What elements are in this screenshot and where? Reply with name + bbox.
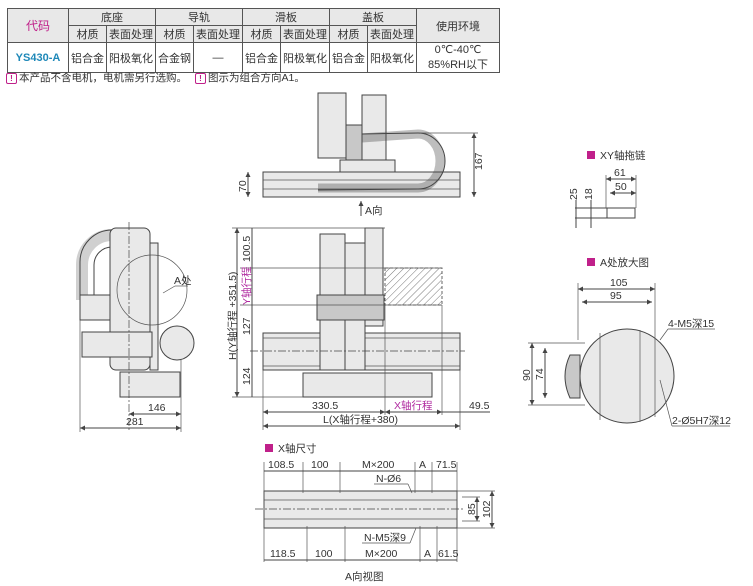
x-top-dim: M×200 [362,459,395,471]
x-bottom-dim: M×200 [365,548,398,560]
notes: !本产品不含电机，电机需另行选购。 !图示为组合方向A1。 [6,70,305,85]
y-stroke-label: Y轴行程 [240,266,253,305]
section-marker-icon [587,151,595,159]
x-bottom-dim: A [424,548,431,560]
dim-127: 127 [241,317,253,335]
dim-167: 167 [473,152,485,170]
dim-50: 50 [615,181,627,193]
hole-m5-label: 4-M5深15 [668,318,714,330]
header-code: 代码 [7,8,69,43]
dim-70: 70 [237,180,249,192]
side-view: A处 146 281 [76,222,195,432]
x-bottom-dim: 61.5 [438,548,459,560]
header-surface: 表面处理 [280,25,330,43]
dim-90: 90 [521,369,533,381]
dim-h: H(Y轴行程 +351.5) [226,272,239,360]
section-marker-icon [265,444,273,452]
note-2: !图示为组合方向A1。 [195,70,305,85]
header-material: 材质 [242,25,281,43]
cell-rail-material: 合金钢 [155,42,194,73]
x-stroke-label: X轴行程 [394,399,433,412]
stroke-hatch-area [384,267,443,306]
section-marker-icon [587,258,595,266]
cell-env: 0℃-40℃ 85%RH以下 [416,42,500,73]
x-axis-caption: A向视图 [345,570,384,583]
note-text: 本产品不含电机，电机需另行选购。 [19,72,187,84]
dim-74: 74 [534,368,546,380]
dim-l: L(X轴行程+380) [323,413,398,426]
dim-49-5: 49.5 [469,400,490,412]
top-view: 167 70 A向 [237,92,485,217]
front-view: H(Y轴行程 +351.5) 100.5 Y轴行程 127 124 330.5 … [226,227,490,430]
xy-chain-title: XY轴拖链 [600,149,646,162]
dim-95: 95 [610,290,622,302]
env-humidity: 85%RH以下 [428,59,488,71]
header-surface: 表面处理 [367,25,417,43]
hole-bottom-label: N-M5深9 [364,532,406,544]
label-a-location: A处 [174,275,192,287]
x-top-dim: A [419,459,426,471]
cell-base-surface: 阳极氧化 [106,42,156,73]
note-text: 图示为组合方向A1。 [208,72,305,84]
xy-chain-section: XY轴拖链 61 50 25 18 [568,149,646,228]
env-temp: 0℃-40℃ [434,44,482,56]
direction-label: A向 [365,204,383,217]
header-env: 使用环境 [416,8,500,43]
dim-105: 105 [610,277,628,289]
hole-top-label: N-Ø6 [376,473,401,485]
dim-100-5: 100.5 [241,236,253,262]
detail-a-title: A处放大图 [600,256,649,269]
warning-icon: ! [6,73,17,84]
spec-table: 代码 底座 导轨 滑板 盖板 使用环境 材质 表面处理 材质 表面处理 材质 表… [7,8,500,73]
dim-85: 85 [466,503,478,515]
dim-146: 146 [148,402,166,414]
dim-18: 18 [583,188,595,200]
x-axis-section: X轴尺寸 108.5 100 M×200 A 71.5 118.5 100 M×… [255,442,495,583]
detail-a-section: A处放大图 105 95 90 74 4-M5深15 2-Ø5H7深12 [521,256,731,427]
dim-25: 25 [568,188,580,200]
cell-cover-material: 铝合金 [329,42,368,73]
x-top-dim: 100 [311,459,329,471]
x-top-dim: 71.5 [436,459,457,471]
dim-61: 61 [614,167,626,179]
dim-124: 124 [241,367,253,385]
cell-cover-surface: 阳极氧化 [367,42,417,73]
x-bottom-dim: 100 [315,548,333,560]
x-axis-title: X轴尺寸 [278,442,317,455]
warning-icon: ! [195,73,206,84]
x-bottom-dim: 118.5 [270,548,296,560]
dim-102: 102 [481,500,493,518]
header-material: 材质 [155,25,194,43]
dim-281: 281 [126,416,144,428]
dim-330-5: 330.5 [312,400,338,412]
hole-pin-label: 2-Ø5H7深12 [672,415,731,427]
cell-code: YS430-A [7,42,69,73]
note-1: !本产品不含电机，电机需另行选购。 [6,70,187,85]
x-top-dim: 108.5 [268,459,294,471]
